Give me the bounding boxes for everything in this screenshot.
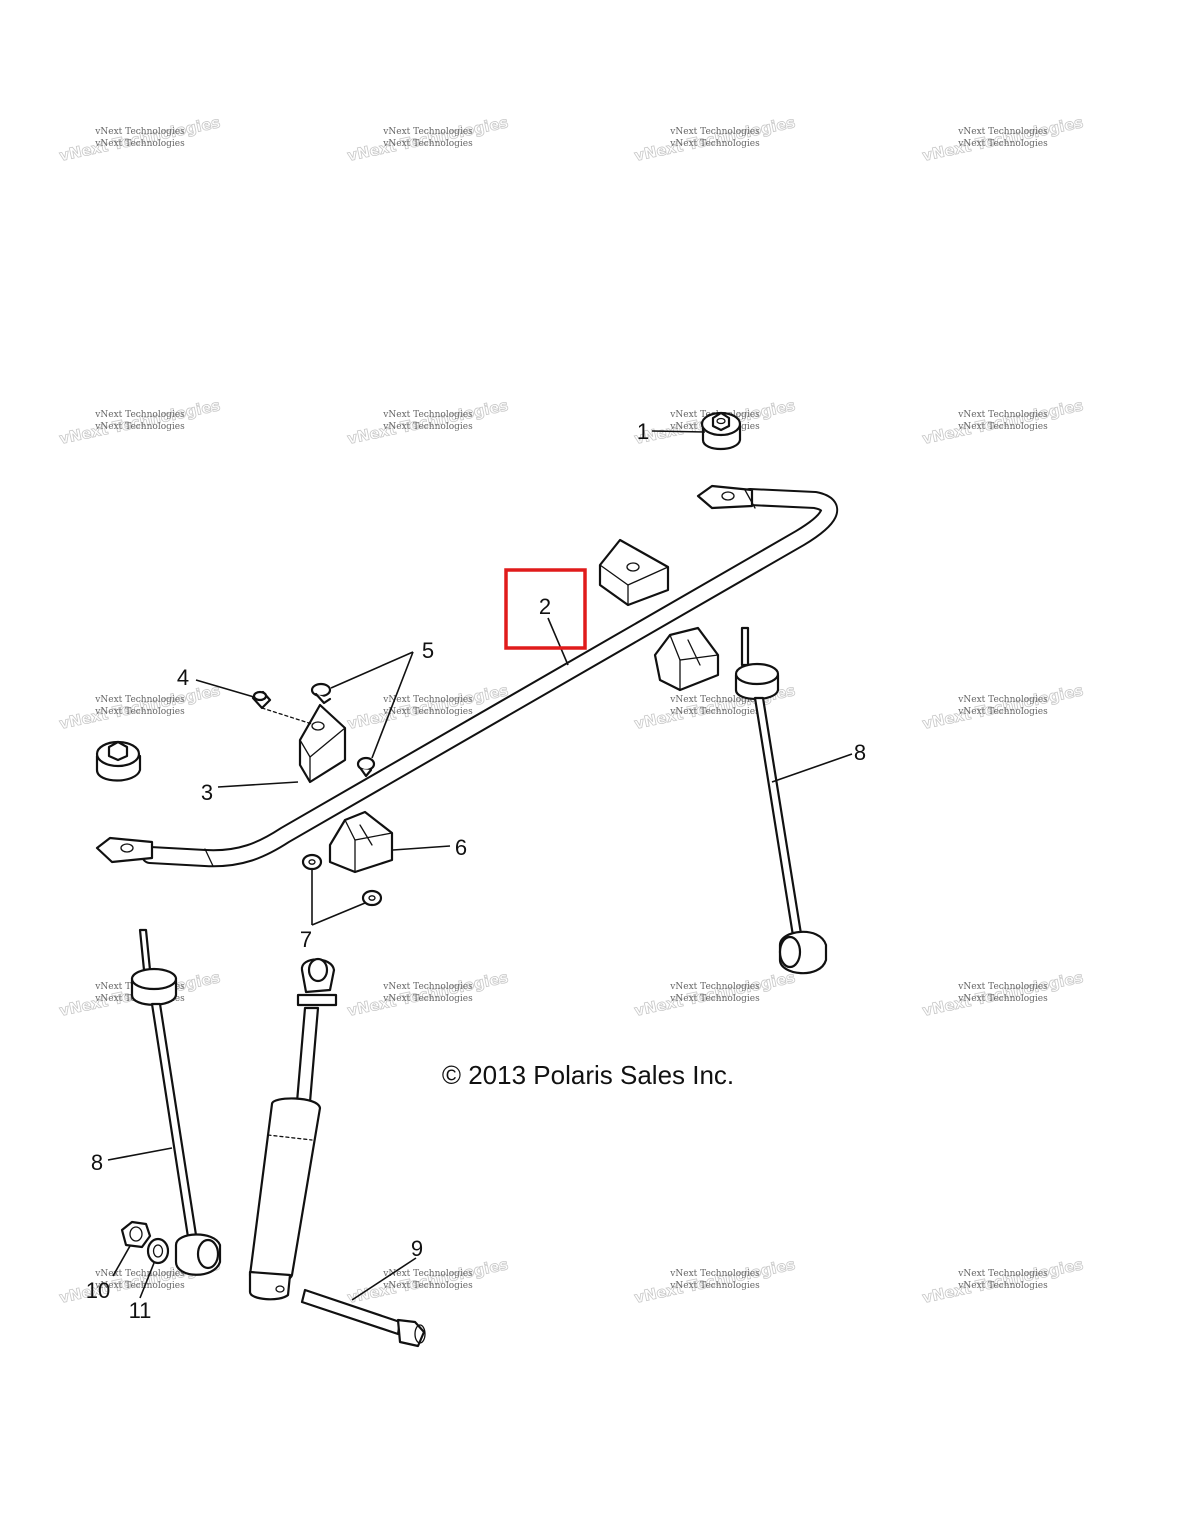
watermark-text: vNext Technologies [669,695,760,705]
lock-nut[interactable] [120,1220,152,1249]
watermark-text-lower: vNext Technologies [94,422,185,432]
shock-bolt[interactable] [300,1288,426,1348]
callout-9[interactable]: 9 [411,1236,423,1261]
watermark-text: vNext Technologies [94,1269,185,1279]
watermark-text: vNext Technologies [382,695,473,705]
watermark-text-lower: vNext Technologies [382,707,473,717]
watermark-text-lower: vNext Technologies [957,994,1048,1004]
watermark-text-lower: vNext Technologies [382,139,473,149]
copyright-text: © 2013 Polaris Sales Inc. [442,1060,734,1090]
watermark-text-lower: vNext Technologies [669,139,760,149]
watermark-text: vNext Technologies [382,410,473,420]
callout-labels: 1 2 3 4 5 6 7 8 8 9 10 11 [86,419,866,1323]
watermark-text-lower: vNext Technologies [957,1281,1048,1291]
bracket-upper-right[interactable] [653,626,720,692]
stabilizer-link-right[interactable] [734,626,828,975]
watermark-text: vNext Technologies [94,127,185,137]
callout-5[interactable]: 5 [422,638,434,663]
watermark-text-lower: vNext Technologies [957,422,1048,432]
grease-fitting[interactable] [251,690,313,725]
watermark-text-lower: vNext Technologies [94,1281,185,1291]
watermark-text-lower: vNext Technologies [382,1281,473,1291]
callout-8-left[interactable]: 8 [91,1150,103,1175]
bushing-top-right[interactable] [700,411,742,451]
callout-3[interactable]: 3 [201,780,213,805]
link-washer[interactable] [146,1237,170,1265]
watermark-text-lower: vNext Technologies [94,139,185,149]
watermark-text-lower: vNext Technologies [382,422,473,432]
watermark-text-lower: vNext Technologies [669,707,760,717]
shock-absorber[interactable] [248,957,338,1301]
watermark-text: vNext Technologies [382,982,473,992]
watermark-text: vNext Technologies [957,695,1048,705]
watermark-text: vNext Technologies [669,982,760,992]
callout-8-right[interactable]: 8 [854,740,866,765]
watermark-text-lower: vNext Technologies [382,994,473,1004]
callout-10[interactable]: 10 [86,1278,110,1303]
watermark-text: vNext Technologies [957,127,1048,137]
watermark-text: vNext Technologies [957,410,1048,420]
watermark-text-lower: vNext Technologies [957,139,1048,149]
callout-2[interactable]: 2 [539,594,551,619]
watermark-text-lower: vNext Technologies [957,707,1048,717]
clamp-upper-right[interactable] [598,538,670,607]
washer-left[interactable] [301,853,323,871]
watermark-layer: vNext Technologies vNext Technologies vNex… [57,113,1085,1308]
callout-6[interactable]: 6 [455,835,467,860]
callout-11[interactable]: 11 [129,1298,152,1323]
watermark-text: vNext Technologies [669,127,760,137]
screw-lower[interactable] [356,756,376,778]
watermark-text: vNext Technologies [94,410,185,420]
watermark-text-lower: vNext Technologies [669,1281,760,1291]
callout-1[interactable]: 1 [637,419,649,444]
bushing-left[interactable] [95,740,142,782]
washer-right[interactable] [361,889,383,907]
watermark-text-lower: vNext Technologies [94,707,185,717]
bracket-lower[interactable] [328,810,394,874]
clamp-left[interactable] [298,703,347,784]
watermark-text: vNext Technologies [957,1269,1048,1279]
watermark-text-lower: vNext Technologies [669,994,760,1004]
stabilizer-bar[interactable] [95,484,838,868]
highlight-box [504,568,587,650]
watermark-text: vNext Technologies [957,982,1048,992]
stabilizer-link-left[interactable] [130,928,222,1276]
callout-7[interactable]: 7 [300,927,312,952]
watermark-text: vNext Technologies [382,1269,473,1279]
leader-lines [107,430,853,1301]
watermark-text: vNext Technologies [94,695,185,705]
callout-4[interactable]: 4 [177,665,189,690]
screw-upper[interactable] [310,682,332,705]
watermark-text: vNext Technologies [382,127,473,137]
watermark-text: vNext Technologies [669,1269,760,1279]
